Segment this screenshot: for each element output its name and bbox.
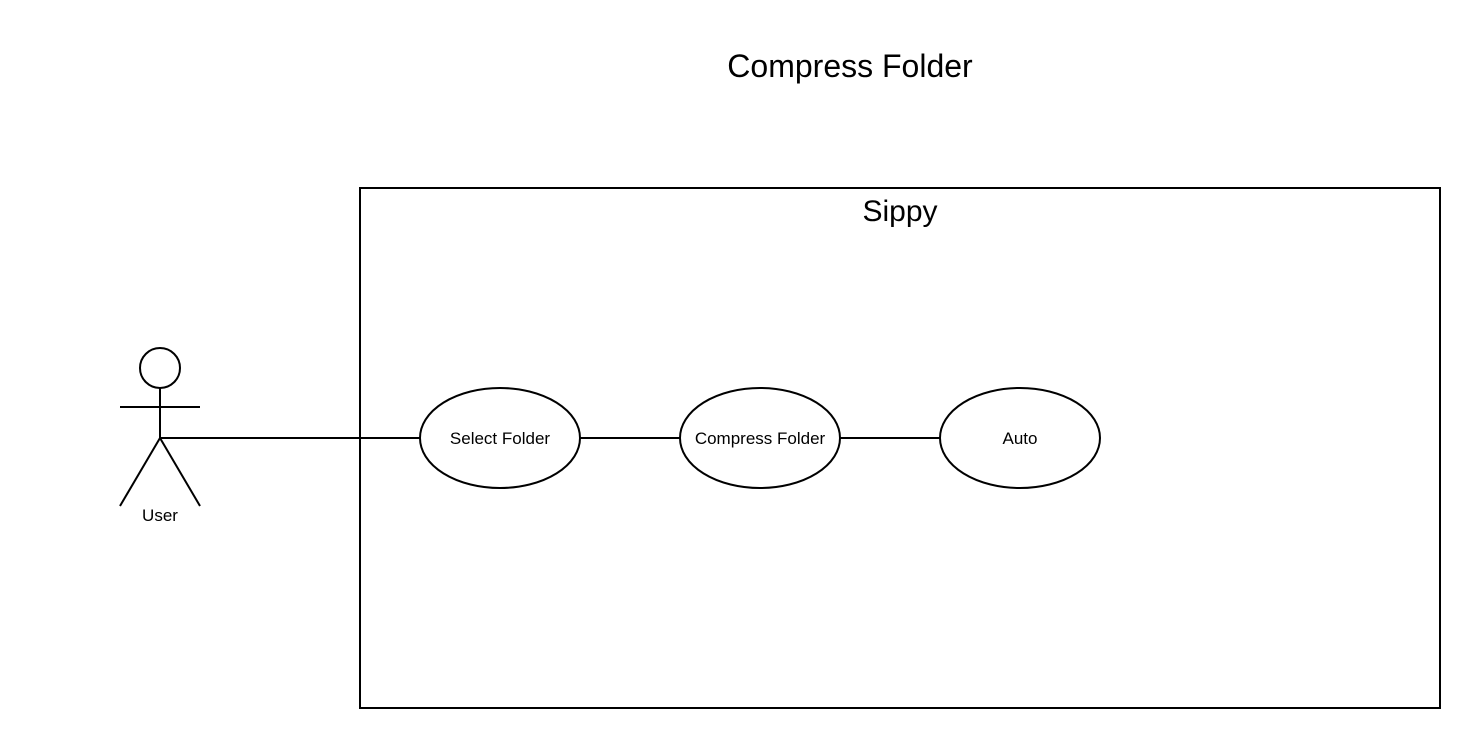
use-case-select-folder[interactable]: Select Folder [419,387,581,489]
use-case-ellipse [419,387,581,489]
use-case-ellipse [679,387,841,489]
actor-left-leg [119,437,161,507]
diagram-title: Compress Folder [727,48,973,84]
use-case-label: Auto [1003,429,1038,448]
actor-head [139,347,181,389]
use-case-auto[interactable]: Auto [939,387,1101,489]
actor-label: User [142,506,178,525]
actor-right-leg [159,437,201,507]
actor-user[interactable]: User [119,347,201,525]
use-case-label: Compress Folder [695,429,826,448]
system-name: Sippy [862,195,937,228]
use-case-ellipse [939,387,1101,489]
system-boundary [359,187,1441,709]
use-case-label: Select Folder [450,429,550,448]
use-case-compress-folder[interactable]: Compress Folder [679,387,841,489]
